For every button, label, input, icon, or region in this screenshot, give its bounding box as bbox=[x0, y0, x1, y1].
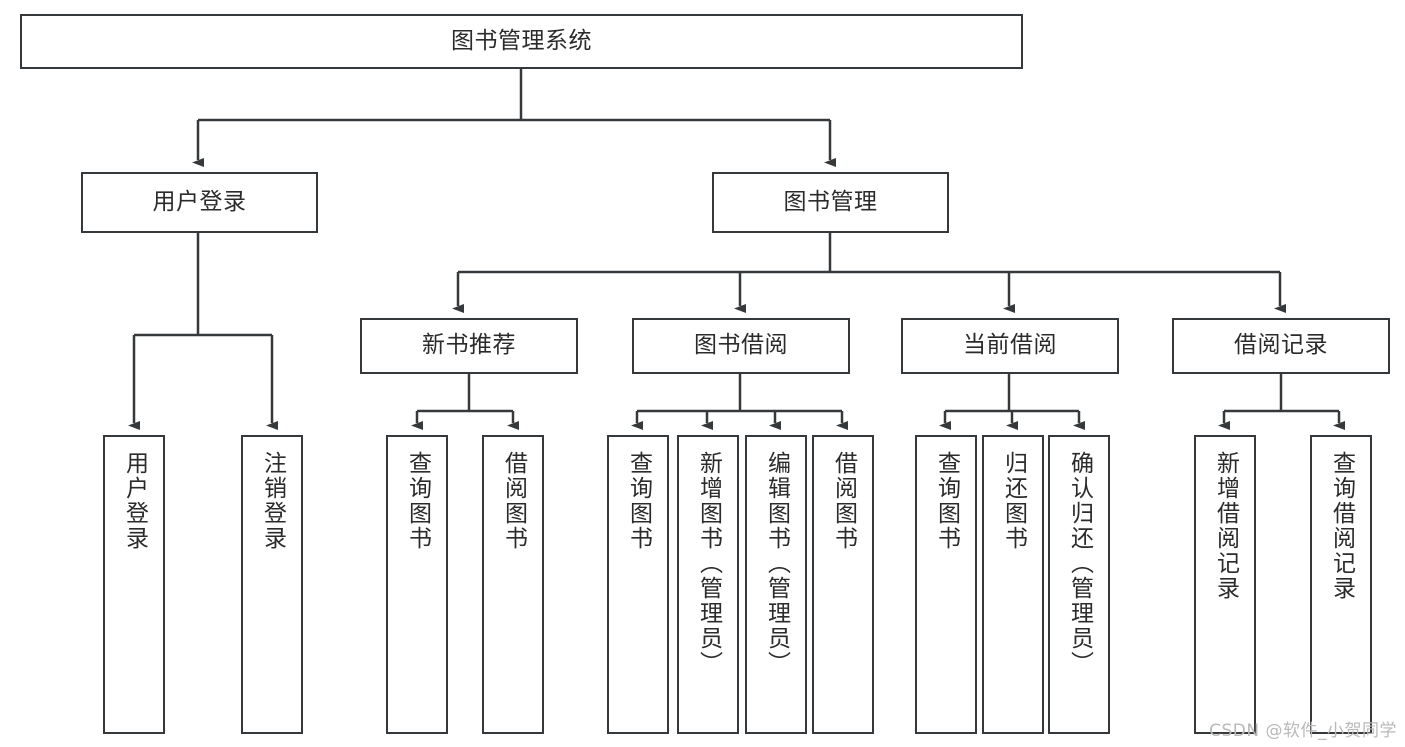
leaf-query-book-1-label: 查询图书 bbox=[404, 451, 431, 551]
node-user-login[interactable]: 用户登录 bbox=[81, 172, 318, 233]
leaf-user-login-label: 用户登录 bbox=[121, 451, 148, 551]
node-borrow-record-label: 借阅记录 bbox=[1234, 332, 1328, 359]
node-book-management-label: 图书管理 bbox=[783, 188, 878, 215]
node-root-label: 图书管理系统 bbox=[451, 27, 592, 54]
node-current-borrow[interactable]: 当前借阅 bbox=[901, 318, 1119, 374]
leaf-add-record-label: 新增借阅记录 bbox=[1212, 451, 1239, 601]
watermark-text: CSDN @软件_小贺同学 bbox=[1209, 721, 1397, 741]
node-new-book-recommend[interactable]: 新书推荐 bbox=[360, 318, 578, 374]
leaf-borrow-book-2[interactable]: 借阅图书 bbox=[812, 435, 874, 734]
leaf-user-logout[interactable]: 注销登录 bbox=[241, 435, 303, 734]
node-current-borrow-label: 当前借阅 bbox=[963, 332, 1057, 359]
leaf-borrow-book-1-label: 借阅图书 bbox=[500, 451, 527, 551]
leaf-edit-book-label: 编辑图书（管理员） bbox=[763, 451, 790, 676]
leaf-query-record-label: 查询借阅记录 bbox=[1328, 451, 1355, 601]
leaf-query-book-3-label: 查询图书 bbox=[933, 451, 960, 551]
leaf-borrow-book-2-label: 借阅图书 bbox=[830, 451, 857, 551]
leaf-edit-book[interactable]: 编辑图书（管理员） bbox=[745, 435, 807, 734]
leaf-confirm-return-label: 确认归还（管理员） bbox=[1066, 451, 1093, 676]
node-root[interactable]: 图书管理系统 bbox=[20, 14, 1023, 69]
leaf-borrow-book-1[interactable]: 借阅图书 bbox=[482, 435, 544, 734]
leaf-confirm-return[interactable]: 确认归还（管理员） bbox=[1048, 435, 1110, 734]
leaf-add-book[interactable]: 新增图书（管理员） bbox=[677, 435, 739, 734]
leaf-add-record[interactable]: 新增借阅记录 bbox=[1194, 435, 1256, 734]
node-book-borrow-label: 图书借阅 bbox=[694, 332, 788, 359]
node-user-login-label: 用户登录 bbox=[152, 188, 247, 215]
leaf-query-book-2[interactable]: 查询图书 bbox=[607, 435, 669, 734]
leaf-user-login[interactable]: 用户登录 bbox=[103, 435, 165, 734]
leaf-user-logout-label: 注销登录 bbox=[259, 451, 286, 551]
leaf-query-book-2-label: 查询图书 bbox=[625, 451, 652, 551]
leaf-query-book-1[interactable]: 查询图书 bbox=[386, 435, 448, 734]
node-borrow-record[interactable]: 借阅记录 bbox=[1172, 318, 1390, 374]
leaf-add-book-label: 新增图书（管理员） bbox=[695, 451, 722, 676]
leaf-return-book[interactable]: 归还图书 bbox=[982, 435, 1044, 734]
node-new-book-recommend-label: 新书推荐 bbox=[422, 332, 516, 359]
leaf-return-book-label: 归还图书 bbox=[1000, 451, 1027, 551]
node-book-management[interactable]: 图书管理 bbox=[712, 172, 949, 233]
leaf-query-book-3[interactable]: 查询图书 bbox=[915, 435, 977, 734]
leaf-query-record[interactable]: 查询借阅记录 bbox=[1310, 435, 1372, 734]
node-book-borrow[interactable]: 图书借阅 bbox=[632, 318, 850, 374]
